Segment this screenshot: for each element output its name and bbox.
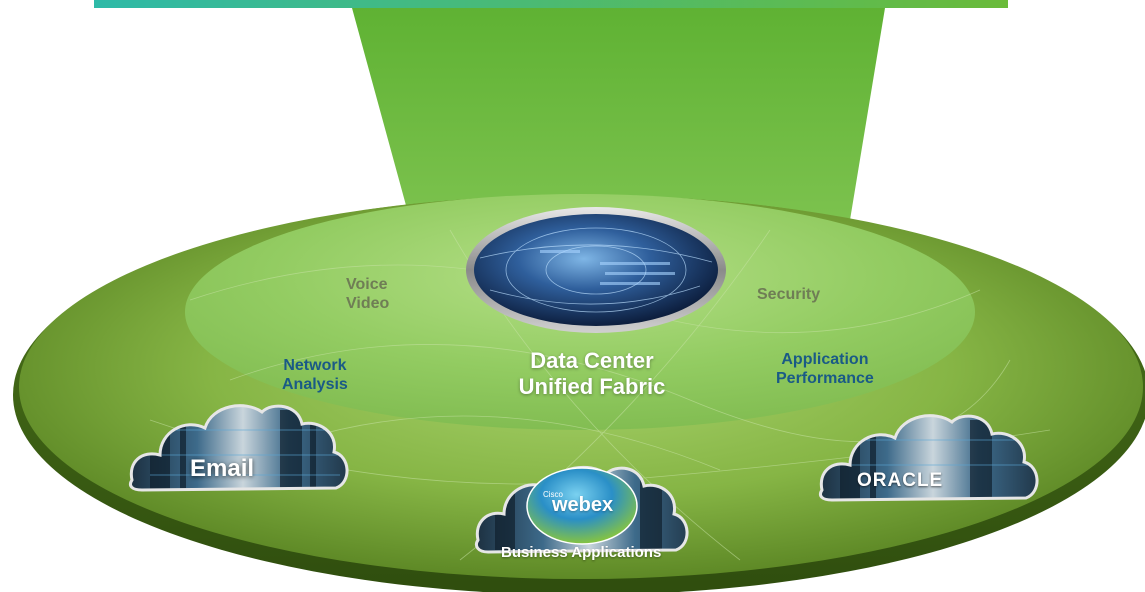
voice-label-line: Voice xyxy=(346,276,388,293)
center-label: Data Center Unified Fabric xyxy=(502,348,682,400)
network-label-line: Network xyxy=(283,357,347,374)
video-label-line: Video xyxy=(346,294,390,312)
funnel-shape xyxy=(352,8,885,220)
application-performance-label: Application Performance xyxy=(776,351,874,389)
voice-video-label: Voice Video xyxy=(346,276,389,314)
security-label: Security xyxy=(757,286,821,303)
oracle-label: ORACLE xyxy=(857,470,944,491)
globe-icon xyxy=(466,207,726,333)
webex-logo-badge xyxy=(526,467,638,545)
application-label-line: Application xyxy=(781,351,869,368)
webex-label: webex xyxy=(552,494,614,516)
center-label-line1: Data Center xyxy=(530,348,654,373)
top-band xyxy=(94,0,1008,8)
center-label-line2: Unified Fabric xyxy=(518,373,666,399)
performance-label-line: Performance xyxy=(776,369,874,387)
email-cloud-label: Email xyxy=(190,455,255,482)
webex-cisco-label: Cisco xyxy=(543,490,564,499)
analysis-label-line: Analysis xyxy=(282,375,348,393)
business-applications-label: Business Applications xyxy=(501,544,662,561)
network-analysis-label: Network Analysis xyxy=(282,357,348,395)
